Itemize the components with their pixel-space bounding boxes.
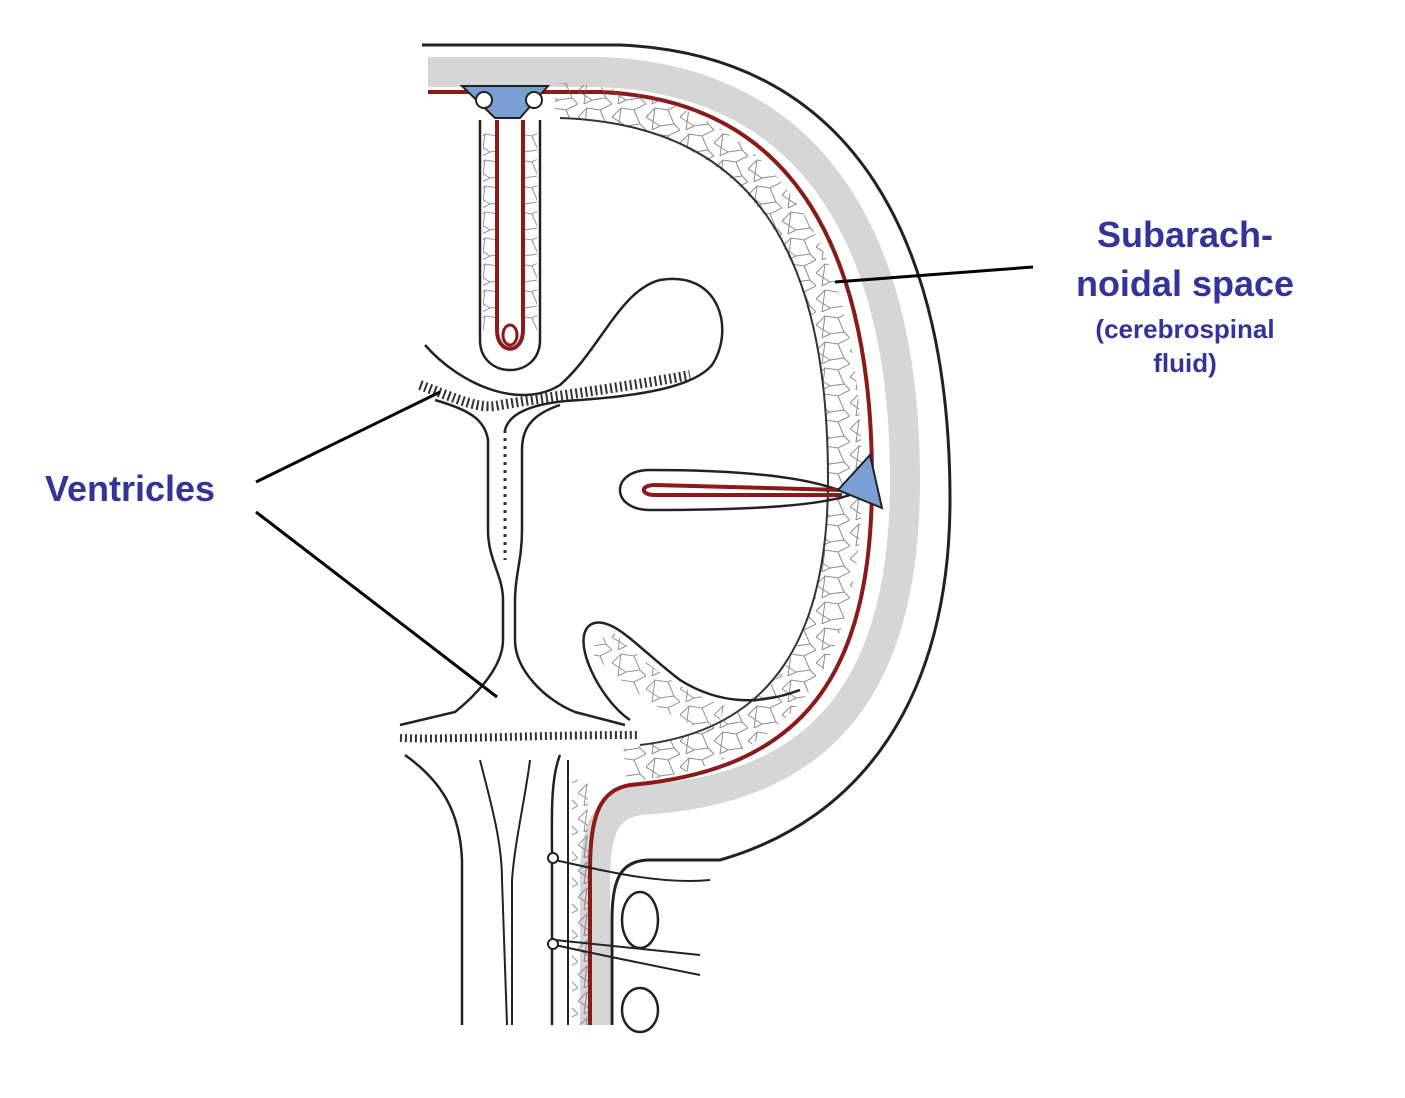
subarachnoid-label-line2: noidal space	[1075, 263, 1295, 304]
vertebra-foramen	[620, 890, 660, 950]
pia-mater-line	[428, 90, 875, 1025]
subarachnoid-band	[428, 57, 921, 1025]
arachnoid-trabeculae	[554, 83, 863, 782]
ventricles-leader-line-upper	[255, 390, 441, 484]
dura-outer-outline	[422, 43, 952, 1025]
subarachnoid-label-line1: Subarach-	[1096, 214, 1274, 255]
subarachnoid-leader-line	[834, 265, 1034, 284]
third-ventricle	[399, 398, 505, 727]
cerebellar-fold	[582, 621, 801, 722]
subarachnoid-note-line1: (cerebrospinal	[1095, 314, 1275, 344]
transverse-sinus	[836, 452, 884, 510]
subarachnoid-note-line2: fluid)	[1153, 348, 1217, 378]
spinal-cord	[404, 753, 562, 1025]
choroid-plexus	[418, 370, 691, 412]
ventricles-label: Ventricles	[44, 468, 216, 509]
ventricles-leader-line-lower	[255, 510, 498, 699]
falx-fold	[478, 120, 542, 372]
fourth-ventricle	[399, 731, 641, 743]
lateral-ventricle	[424, 277, 724, 431]
spinal-nerves	[554, 859, 711, 976]
tentorial-fold	[618, 468, 851, 512]
